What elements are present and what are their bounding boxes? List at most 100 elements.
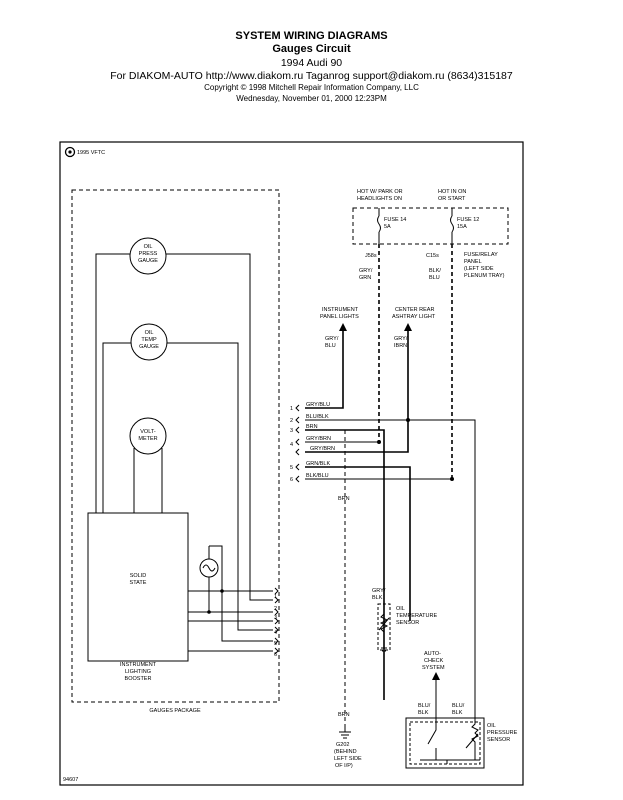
- ip-lights-arrow: [339, 323, 347, 331]
- rpin-1: 1: [290, 406, 293, 412]
- blu-blk2-l2: BLK: [452, 710, 463, 716]
- fuse12-l2: 15A: [457, 224, 467, 230]
- ip-lights-l1: INSTRUMENT: [322, 307, 359, 313]
- wire-blk-blu: BLK/BLU: [306, 473, 329, 479]
- brn-label-2: BRN: [338, 712, 350, 718]
- fuse-panel-l3: (LEFT SIDE: [464, 266, 494, 272]
- oil-temp-sensor-l2: TEMPERATURE: [396, 613, 437, 619]
- lpin-4: 4: [274, 630, 277, 636]
- solid-state-box: [87, 512, 189, 662]
- gry-blk-l1: GRY/: [372, 588, 386, 594]
- vftc-logo: 1995 VFTC: [64, 146, 105, 158]
- gry-grn-l1: GRY/: [359, 268, 373, 274]
- fuse14-l1: FUSE 14: [384, 217, 406, 223]
- wire-grn-blk: GRN/BLK: [306, 461, 330, 467]
- voltmeter-l2: METER: [138, 436, 157, 442]
- left-connector: 1 2 3 4 5 6: [274, 587, 279, 658]
- j58s-label: J58s: [365, 253, 377, 259]
- wire-gry-blu: GRY/BLU: [306, 402, 330, 408]
- right-connector-wiring: 1 2 3 4 5 6 GRY/BLU BLU/BLK BRN GRY/BRN …: [290, 331, 476, 700]
- booster-line3: BOOSTER: [125, 676, 152, 682]
- wire-gry-brn-2: GRY/BRN: [310, 446, 335, 452]
- g202-l3: LEFT SIDE: [334, 756, 362, 762]
- oil-pressure-sensor-l2: PRESSURE: [487, 730, 518, 736]
- oil-temp-gauge: OIL TEMP GAUGE: [130, 323, 168, 361]
- fuse12-l1: FUSE 12: [457, 217, 479, 223]
- fuse-panel-l4: PLENUM TRAY): [464, 273, 505, 279]
- gry-brn-l2: IBRN: [394, 343, 407, 349]
- blu-blk-l1: BLU/: [418, 703, 431, 709]
- fuse-panel-box: [352, 207, 509, 245]
- lpin-1: 1: [274, 594, 277, 600]
- figure-id: 94607: [63, 777, 78, 783]
- brn-label-1: BRN: [338, 496, 350, 502]
- rpin-5: 5: [290, 465, 293, 471]
- diagram-frame: [59, 141, 524, 786]
- page-title: SYSTEM WIRING DIAGRAMS: [235, 30, 388, 42]
- gauge-wiring: [95, 253, 273, 652]
- ashtray-arrow: [404, 323, 412, 331]
- ashtray-l2: ASHTRAY LIGHT: [392, 314, 436, 320]
- lpin-6: 6: [274, 652, 277, 658]
- wire-blu-blk: BLU/BLK: [306, 414, 329, 420]
- blk-blu-l1: BLK/: [429, 268, 441, 274]
- voltmeter-gauge: VOLT- METER: [129, 417, 167, 455]
- hot-run-l1: HOT IN ON: [438, 189, 466, 195]
- fuse14-l2: 5A: [384, 224, 391, 230]
- gry-blk-l2: BLK: [372, 595, 383, 601]
- page-subtitle: Gauges Circuit: [272, 43, 351, 55]
- oil-temp-gauge-l1: OIL: [145, 330, 154, 336]
- lpin-3: 3: [274, 615, 277, 621]
- oil-press-gauge: OIL PRESS GAUGE: [129, 237, 167, 275]
- oil-temp-gauge-l2: TEMP: [141, 337, 157, 343]
- gauges-package-box: [71, 189, 280, 703]
- date-line: Wednesday, November 01, 2000 12:23PM: [236, 94, 387, 103]
- g202-l4: OF I/P): [335, 763, 353, 769]
- blu-blk-l2: BLK: [418, 710, 429, 716]
- oil-temp-gauge-l3: GAUGE: [139, 344, 159, 350]
- ground-symbol: [339, 728, 351, 739]
- oil-press-gauge-l3: GAUGE: [138, 258, 158, 264]
- ashtray-l1: CENTER REAR: [395, 307, 434, 313]
- solid-state-line2: STATE: [130, 580, 147, 586]
- rpin-3: 3: [290, 428, 293, 434]
- booster-line2: LIGHTING: [125, 669, 151, 675]
- solid-state-line1: SOLID: [130, 573, 147, 579]
- oil-pressure-sensor-l1: OIL: [487, 723, 496, 729]
- auto-check-l3: SYSTEM: [422, 665, 445, 671]
- fuse-12: FUSE 12 15A: [450, 208, 479, 244]
- oil-temperature-sensor: [377, 603, 391, 652]
- wire-gry-brn-1: GRY/BRN: [306, 436, 331, 442]
- fuse-panel-l2: PANEL: [464, 259, 482, 265]
- rpin-6: 6: [290, 477, 293, 483]
- fuse-panel-l1: FUSE/RELAY: [464, 252, 498, 258]
- hot-run-l2: OR START: [438, 196, 466, 202]
- gry-blu-l2: BLU: [325, 343, 336, 349]
- oil-temp-sensor-l3: SENSOR: [396, 620, 419, 626]
- oil-temp-sensor-l1: OIL: [396, 606, 405, 612]
- gry-blu-l1: GRY/: [325, 336, 339, 342]
- voltmeter-l1: VOLT-: [140, 429, 156, 435]
- hot-park-l2: HEADLIGHTS ON: [357, 196, 402, 202]
- oil-press-gauge-l1: OIL: [144, 244, 153, 250]
- fuse-14: FUSE 14 5A: [377, 208, 406, 244]
- g202-l2: (BEHIND: [334, 749, 357, 755]
- lpin-5: 5: [274, 641, 277, 647]
- ip-lights-l2: PANEL LIGHTS: [320, 314, 359, 320]
- blu-blk2-l1: BLU/: [452, 703, 465, 709]
- rpin-4: 4: [290, 442, 293, 448]
- booster-line1: INSTRUMENT: [120, 662, 157, 668]
- lpin-2: 2: [274, 606, 277, 612]
- gry-grn-l2: GRN: [359, 275, 371, 281]
- auto-check-l2: CHECK: [424, 658, 444, 664]
- vehicle-line: 1994 Audi 90: [280, 57, 343, 69]
- wire-brn: BRN: [306, 424, 318, 430]
- rpin-2: 2: [290, 418, 293, 424]
- gry-brn-l1: GRY/: [394, 336, 408, 342]
- oil-pressure-sensor-l3: SENSOR: [487, 737, 510, 743]
- source-line: For DIAKOM-AUTO http://www.diakom.ru Tag…: [110, 70, 513, 82]
- oil-pressure-sensor: [405, 700, 485, 769]
- blk-blu-l2: BLU: [429, 275, 440, 281]
- g202-l1: G202: [336, 742, 349, 748]
